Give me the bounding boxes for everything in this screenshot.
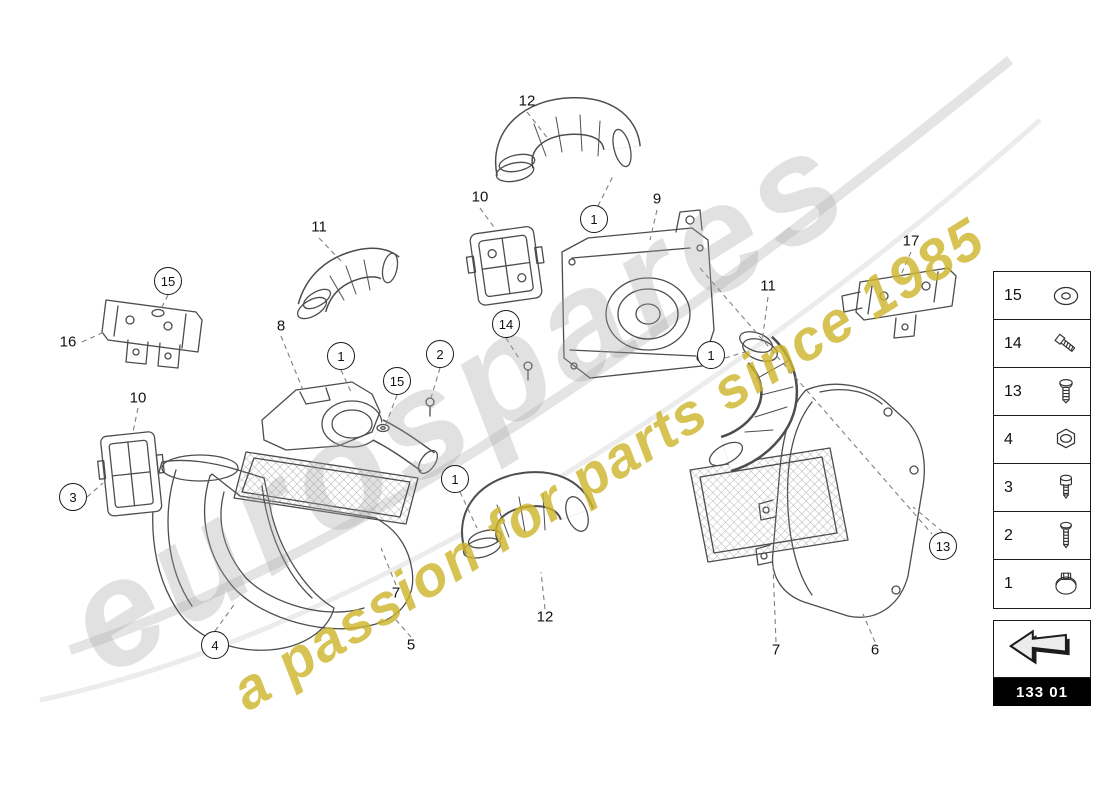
callout-15[interactable]: 15 xyxy=(154,267,182,295)
legend-panel: 15 14 13 4 3 2 1 xyxy=(993,271,1091,609)
hose-clamp-icon xyxy=(1049,567,1083,601)
part-label-10[interactable]: 10 xyxy=(471,188,489,206)
pan-screw-icon xyxy=(1049,375,1083,409)
callout-1[interactable]: 1 xyxy=(441,465,469,493)
legend-part-number: 3 xyxy=(1004,478,1013,496)
part-label-6[interactable]: 6 xyxy=(870,641,880,659)
part-label-11[interactable]: 11 xyxy=(311,218,327,236)
hex-screw-icon xyxy=(1049,327,1083,361)
legend-row-3[interactable]: 3 xyxy=(994,464,1090,512)
legend-part-number: 13 xyxy=(1004,382,1022,400)
sketch-maf-sensor-top xyxy=(465,226,545,306)
back-arrow-button[interactable] xyxy=(993,620,1091,678)
long-screw-icon xyxy=(1049,519,1083,553)
sketch-elbow-hose-top xyxy=(494,97,641,183)
legend-part-number: 14 xyxy=(1004,334,1022,352)
part-label-10[interactable]: 10 xyxy=(129,389,147,407)
socket-bolt-icon xyxy=(1049,471,1083,505)
leader-lines xyxy=(81,111,944,643)
legend-part-number: 1 xyxy=(1004,575,1013,592)
legend-row-4[interactable]: 4 xyxy=(994,416,1090,464)
part-label-8[interactable]: 8 xyxy=(276,317,286,335)
back-arrow-icon xyxy=(1005,624,1079,675)
callout-15[interactable]: 15 xyxy=(383,367,411,395)
diagram-code-badge: 133 01 xyxy=(993,678,1091,706)
legend-part-number: 2 xyxy=(1004,526,1013,544)
legend-row-13[interactable]: 13 xyxy=(994,368,1090,416)
part-label-16[interactable]: 16 xyxy=(59,333,77,351)
sketch-bracket-left xyxy=(101,299,203,369)
part-label-5[interactable]: 5 xyxy=(406,636,416,654)
washer-icon xyxy=(1049,279,1083,313)
callout-1[interactable]: 1 xyxy=(697,341,725,369)
callout-13[interactable]: 13 xyxy=(929,532,957,560)
part-label-7[interactable]: 7 xyxy=(391,584,401,602)
callout-14[interactable]: 14 xyxy=(492,310,520,338)
part-label-9[interactable]: 9 xyxy=(652,190,662,208)
sketch-filter-housing-top xyxy=(561,209,715,379)
part-label-7[interactable]: 7 xyxy=(771,641,781,659)
sketch-bracket-right xyxy=(841,267,957,339)
sketch-lower-housing xyxy=(204,473,414,630)
legend-part-number: 4 xyxy=(1004,430,1013,448)
callout-2[interactable]: 2 xyxy=(426,340,454,368)
callout-3[interactable]: 3 xyxy=(59,483,87,511)
part-label-11[interactable]: 11 xyxy=(760,277,776,295)
nut-icon xyxy=(1049,423,1083,457)
sketch-corrugated-hose-right xyxy=(708,331,799,473)
legend-row-14[interactable]: 14 xyxy=(994,320,1090,368)
legend-row-15[interactable]: 15 xyxy=(994,272,1090,320)
callout-1[interactable]: 1 xyxy=(327,342,355,370)
sketch-connector-hose-left xyxy=(296,247,400,320)
callout-4[interactable]: 4 xyxy=(201,631,229,659)
part-label-12[interactable]: 12 xyxy=(536,608,554,626)
sketch-elbow-hose-bottom xyxy=(461,471,594,559)
legend-row-2[interactable]: 2 xyxy=(994,512,1090,560)
sketch-filter-element-left xyxy=(233,451,419,525)
part-label-12[interactable]: 12 xyxy=(518,92,536,110)
sketch-housing-8 xyxy=(261,381,439,475)
sketch-maf-sensor-left xyxy=(97,431,165,517)
callout-1[interactable]: 1 xyxy=(580,205,608,233)
part-label-17[interactable]: 17 xyxy=(902,232,920,250)
legend-row-1[interactable]: 1 xyxy=(994,560,1090,608)
sketch-filter-element-right xyxy=(689,447,849,563)
legend-part-number: 15 xyxy=(1004,286,1022,304)
sketch-small-fasteners xyxy=(151,308,533,433)
